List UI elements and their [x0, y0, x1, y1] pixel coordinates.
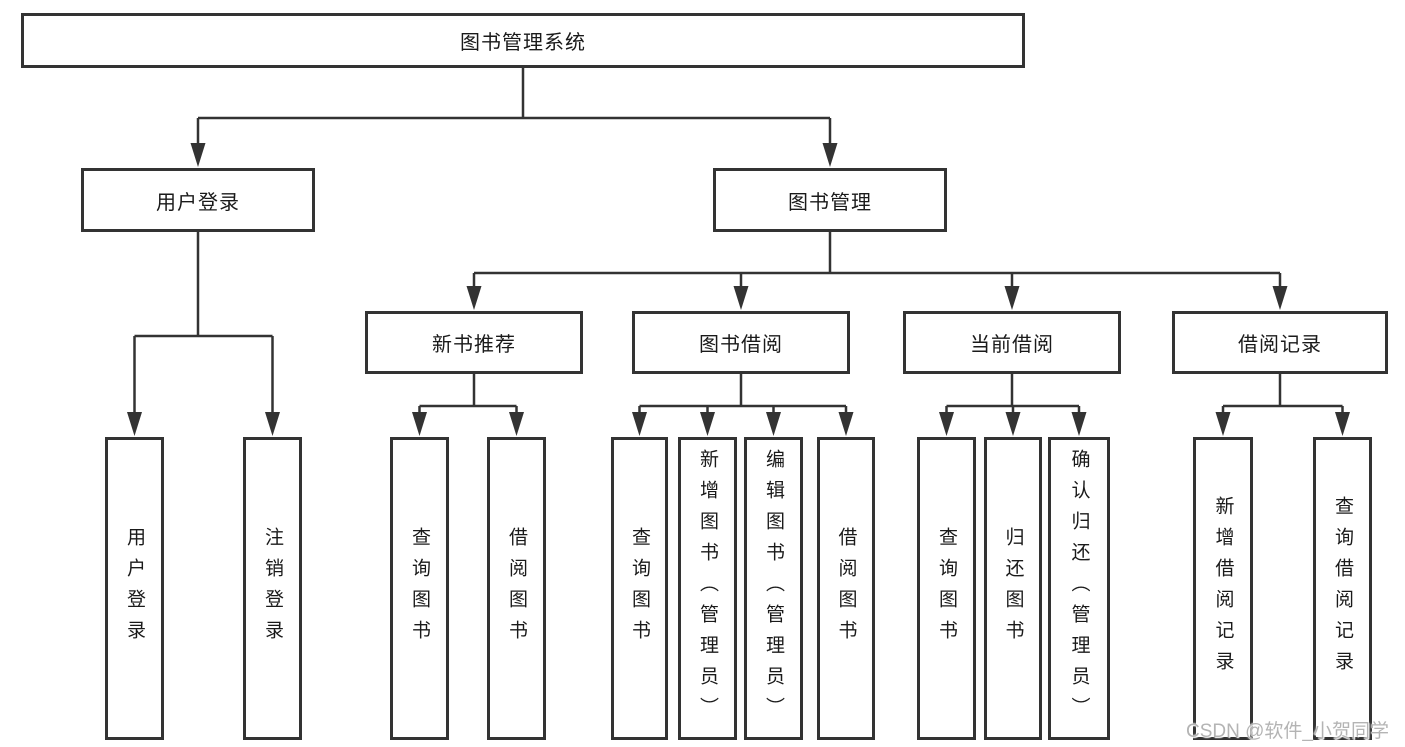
leaf-borrowing-query-books: 查询图书	[611, 437, 668, 740]
leaf-records-add-record: 新增借阅记录	[1193, 437, 1253, 740]
leaf-newbooks-borrow-books: 借阅图书	[487, 437, 546, 740]
csdn-watermark: CSDN @软件_小贺同学	[1186, 721, 1389, 742]
leaf-current-confirm-return-admin: 确认归还（管理员）	[1048, 437, 1110, 740]
node-book-borrowing: 图书借阅	[632, 311, 850, 374]
leaf-borrowing-borrow-books: 借阅图书	[817, 437, 875, 740]
leaf-borrowing-add-books-admin: 新增图书（管理员）	[678, 437, 737, 740]
leaf-logout: 注销登录	[243, 437, 302, 740]
leaf-user-login: 用户登录	[105, 437, 164, 740]
node-root-system: 图书管理系统	[21, 13, 1025, 68]
node-borrow-records: 借阅记录	[1172, 311, 1388, 374]
leaf-records-query-record: 查询借阅记录	[1313, 437, 1372, 740]
leaf-current-return-books: 归还图书	[984, 437, 1042, 740]
leaf-newbooks-query-books: 查询图书	[390, 437, 449, 740]
node-user-login: 用户登录	[81, 168, 315, 232]
leaf-current-query-books: 查询图书	[917, 437, 976, 740]
node-current-borrow: 当前借阅	[903, 311, 1121, 374]
connector-lines	[133, 68, 1344, 417]
node-book-management: 图书管理	[713, 168, 947, 232]
node-new-book-recommend: 新书推荐	[365, 311, 583, 374]
leaf-borrowing-edit-books-admin: 编辑图书（管理员）	[744, 437, 803, 740]
arrowheads	[127, 143, 1350, 436]
